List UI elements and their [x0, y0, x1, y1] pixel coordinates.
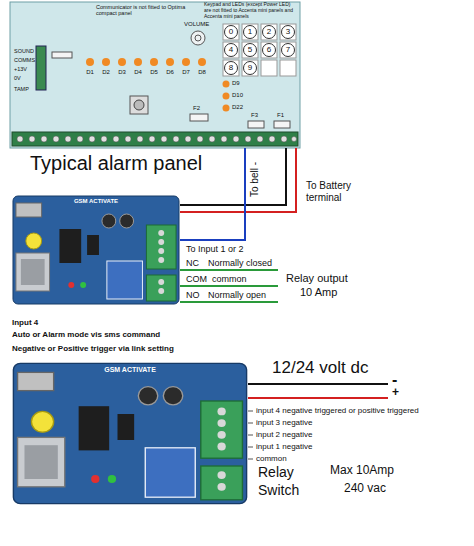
key-digit: 2	[267, 27, 271, 36]
terminal-name: COMMS	[14, 57, 35, 63]
led-name: D6	[166, 69, 174, 76]
relay-rating: 240 vac	[344, 482, 386, 496]
input-name: input 3 negative	[256, 418, 313, 427]
led-name: D7	[182, 69, 190, 76]
input-name: input 1 negative	[256, 442, 313, 451]
led-name: D3	[118, 69, 126, 76]
fuse-name: F3	[251, 112, 258, 119]
output-note: Relay output	[286, 272, 348, 285]
gsm-board: GSM ACTIVATE	[12, 362, 248, 505]
relay-name: Relay	[258, 464, 294, 480]
key-digit: 4	[229, 45, 233, 54]
board-legend: GSM ACTIVATE	[12, 366, 248, 374]
led-name: D2	[102, 69, 110, 76]
key-digit: 7	[286, 45, 290, 54]
key-digit: 0	[229, 27, 233, 36]
pin-description: Normally closed	[208, 258, 272, 268]
pin-name: NC	[186, 258, 199, 268]
terminal-name: +13V	[14, 66, 27, 72]
led-name: D5	[150, 69, 158, 76]
board-legend: GSM ACTIVATE	[12, 198, 180, 205]
fuse-name: F2	[193, 105, 200, 112]
key-digit: 3	[286, 27, 290, 36]
key-digit: 9	[248, 63, 252, 72]
pin-description: Normally open	[208, 290, 266, 300]
panel-title: Typical alarm panel	[30, 152, 320, 175]
input-name: input 2 negative	[256, 430, 313, 439]
led-name: D10	[232, 92, 243, 99]
note-text: Input 4	[12, 318, 38, 327]
gsm-board: GSM ACTIVATE	[12, 195, 180, 305]
relay-name: Switch	[258, 482, 299, 498]
fuse-name: F1	[277, 112, 284, 119]
control-name: VOLUME	[184, 21, 209, 28]
terminal-name: SOUND	[14, 48, 34, 54]
key-digit: 5	[248, 45, 252, 54]
board-note: Keypad and LEDs (except Power LED) are n…	[204, 2, 298, 19]
supply-rating: 12/24 volt dc	[272, 358, 368, 378]
pin-name: COM	[186, 274, 207, 284]
wire-note: To Input 1 or 2	[186, 244, 244, 254]
output-note: 10 Amp	[300, 286, 337, 299]
pin-description: common	[212, 274, 247, 284]
key-digit: 8	[229, 63, 233, 72]
led-name: D8	[198, 69, 206, 76]
key-digit: 6	[267, 45, 271, 54]
input-name: input 4 negative triggered or positive t…	[256, 406, 419, 415]
led-name: D4	[134, 69, 142, 76]
led-name: D9	[232, 80, 240, 87]
polarity-sign: +	[392, 386, 399, 400]
note-text: Negative or Positive trigger via link se…	[12, 344, 174, 353]
board-note: Communicator is not fitted to Optima com…	[96, 4, 196, 17]
led-name: D1	[86, 69, 94, 76]
led-name: D22	[232, 104, 243, 111]
pin-name: NO	[186, 290, 200, 300]
wire-note: To Battery terminal	[306, 180, 386, 203]
note-text: Auto or Alarm mode vis sms command	[12, 330, 160, 339]
terminal-name: TAMP	[14, 86, 29, 92]
wire-note: To bell -	[249, 162, 261, 197]
terminal-name: 0V	[14, 75, 21, 81]
relay-rating: Max 10Amp	[330, 464, 394, 478]
key-digit: 1	[248, 27, 252, 36]
input-name: common	[256, 454, 287, 463]
